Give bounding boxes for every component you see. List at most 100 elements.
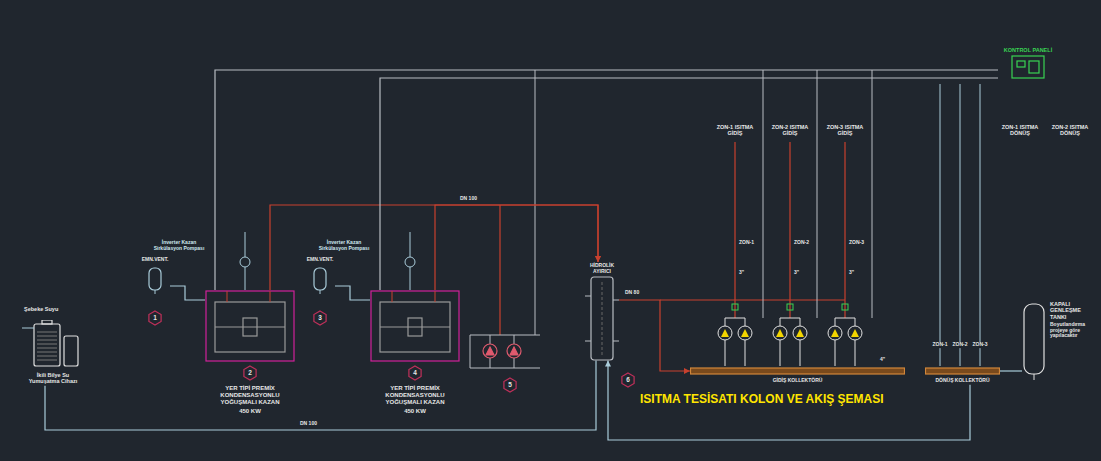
boiler-pump-symbol xyxy=(507,344,521,358)
pipe-line xyxy=(490,335,491,344)
zone-pump-symbol xyxy=(773,326,787,340)
panel-module xyxy=(1017,61,1025,67)
riser-label: ZON-2 ISITMA DÖNÜŞ xyxy=(1045,124,1095,137)
node-heading: KONTROL PANELİ xyxy=(998,46,1058,54)
node-heading: YER TİPİ PREMİX KONDENSASYONLU YOĞUŞMALI… xyxy=(205,384,295,407)
pipe-line xyxy=(270,291,271,302)
return-riser xyxy=(940,84,941,366)
zone-pump-symbol xyxy=(718,326,732,340)
pump-triangle xyxy=(851,329,859,337)
panel-housing xyxy=(1012,56,1044,78)
center-line xyxy=(602,282,603,356)
motor-valve xyxy=(732,304,738,310)
callout-number: 2 xyxy=(248,369,252,376)
resin-hatch xyxy=(37,348,57,349)
riser-label: ZON-2 ISITMA GİDİŞ xyxy=(767,124,813,137)
valve-head xyxy=(42,320,52,324)
pipe-line xyxy=(585,340,591,341)
zone-tag: ZON-1 xyxy=(932,342,949,348)
zone-tag: ZON-1 xyxy=(739,240,754,246)
boiler-divider xyxy=(380,327,450,328)
header-bar xyxy=(691,368,905,374)
softener-unit: İkili Bilye Su Yumuşatma Cihazı xyxy=(22,320,84,386)
pump-triangle xyxy=(741,329,749,337)
vessel-body xyxy=(314,268,326,290)
panel-module xyxy=(1029,61,1039,73)
pump-header xyxy=(470,335,540,336)
zone-tag: ZON-3 xyxy=(972,342,989,348)
supply-riser xyxy=(789,142,790,318)
pipe-size: 3" xyxy=(739,270,744,276)
pipe-line xyxy=(780,318,800,319)
supply-pipe xyxy=(499,205,500,335)
pipe-line xyxy=(725,318,745,319)
separator-body xyxy=(591,277,613,360)
pipe-line xyxy=(725,340,726,366)
pipe-line xyxy=(435,291,436,302)
pipe-line xyxy=(800,340,801,366)
boiler-outline xyxy=(205,290,295,362)
pipe-line xyxy=(320,290,321,294)
pipe-line xyxy=(745,340,746,366)
tank-body xyxy=(1024,304,1044,374)
pipe-connector xyxy=(619,300,690,371)
node-note: 450 KW xyxy=(205,407,295,416)
collector-outline xyxy=(690,366,905,376)
pipe-connector xyxy=(608,361,970,441)
control-wire xyxy=(872,70,873,318)
softener-outline xyxy=(22,320,84,368)
pump-triangle xyxy=(796,329,804,337)
return-riser xyxy=(960,84,961,366)
boiler-casing xyxy=(206,291,294,361)
pump-triangle xyxy=(721,329,729,337)
pipe-connector xyxy=(380,78,998,290)
pump-symbol xyxy=(405,257,415,267)
callout-hexagon xyxy=(314,311,326,325)
pipe-line xyxy=(585,295,591,296)
pipe-size: 4" xyxy=(880,357,885,363)
burner-box xyxy=(408,318,422,336)
pipe-size: DN 100 xyxy=(460,196,477,202)
spacer xyxy=(925,376,1000,377)
pump-header xyxy=(470,368,540,369)
resin-hatch xyxy=(37,344,57,345)
node-note: Boyutlandırma projeye göre yapılacaktır xyxy=(1050,321,1094,340)
pump-triangle xyxy=(831,329,839,337)
zone-tag: ZON-2 xyxy=(794,240,809,246)
hydraulic-separator: HİDROLİK AYIRICI xyxy=(585,262,619,361)
riser-label: ZON-1 ISITMA DÖNÜŞ xyxy=(995,124,1045,137)
boiler-inner xyxy=(380,302,450,352)
pipe-connector xyxy=(170,286,205,300)
control-wire xyxy=(817,70,818,318)
node-heading: EMN.VENT. xyxy=(140,256,170,264)
pipe-connector xyxy=(45,361,596,431)
pipe-size: DN 80 xyxy=(625,290,639,296)
boiler-unit: YER TİPİ PREMİX KONDENSASYONLU YOĞUŞMALI… xyxy=(370,290,460,416)
control-wire xyxy=(763,70,764,318)
pipe-line xyxy=(800,318,801,326)
pipe-line xyxy=(613,340,619,341)
pipe-line xyxy=(392,291,393,302)
sheet-title: ISITMA TESİSATI KOLON VE AKIŞ ŞEMASI xyxy=(640,392,884,406)
resin-hatch xyxy=(37,352,57,353)
pipe-connector xyxy=(1000,370,1022,371)
boiler-unit: YER TİPİ PREMİX KONDENSASYONLU YOĞUŞMALI… xyxy=(205,290,295,416)
pipe-line xyxy=(835,318,855,319)
pipe-line xyxy=(855,318,856,326)
riser-label: ZON-3 ISITMA GİDİŞ xyxy=(822,124,868,137)
node-heading: HİDROLİK AYIRICI xyxy=(585,262,619,276)
pipe-line xyxy=(410,267,411,290)
node-note: 450 KW xyxy=(370,407,460,416)
pipe-line xyxy=(514,358,515,368)
pipe-connector xyxy=(335,286,370,300)
pipe-line xyxy=(835,340,836,366)
boiler-outline xyxy=(370,290,460,362)
pump-triangle xyxy=(776,329,784,337)
zone-pump-symbol xyxy=(793,326,807,340)
vessel-body xyxy=(149,268,161,290)
pipe-size: 3" xyxy=(794,270,799,276)
boiler-inner xyxy=(215,302,285,352)
